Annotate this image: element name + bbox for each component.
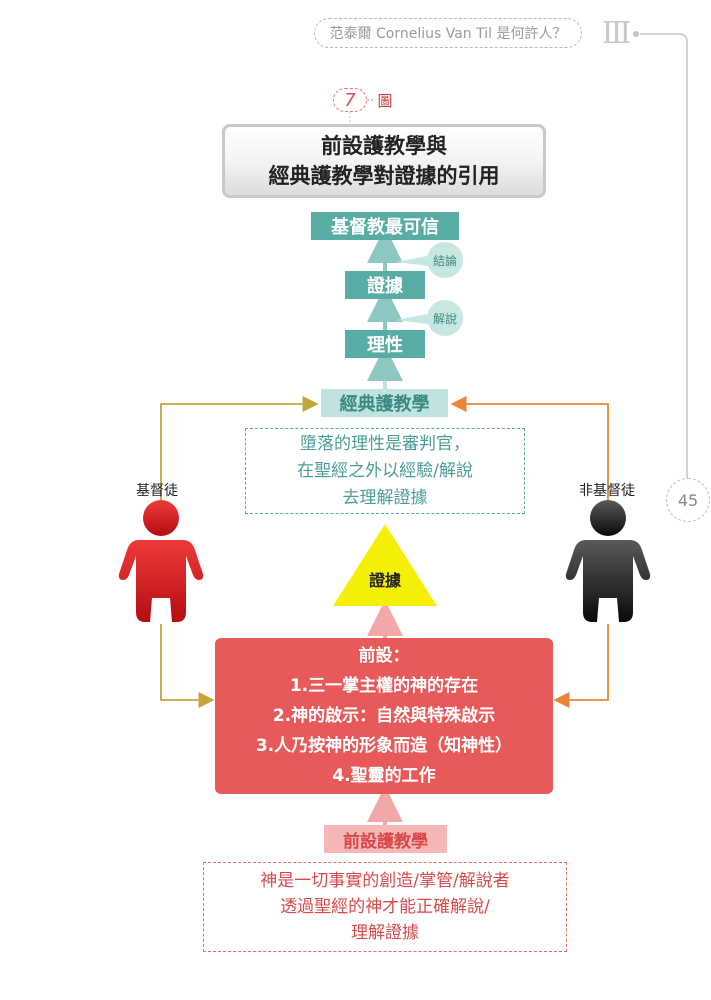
conclusion-bubble: 結論 — [427, 242, 463, 278]
presup-item-2: 2.神的啟示：自然與特殊啟示 — [272, 706, 496, 726]
nonchristian-loop-line-top — [450, 395, 609, 512]
running-title: 范泰爾 Cornelius Van Til 是何許人？ — [314, 18, 582, 48]
presup-item-4: 4.聖靈的工作 — [332, 766, 436, 786]
presup-title: 前設： — [358, 646, 410, 666]
classical-desc-line2: 在聖經之外以經驗/解說 — [297, 460, 473, 481]
presuppositions-box: 前設： 1.三一掌主權的神的存在 2.神的啟示：自然與特殊啟示 3.人乃按神的形… — [215, 638, 553, 794]
presup-desc-line3: 理解證據 — [351, 923, 419, 943]
explain-bubble: 解說 — [427, 300, 463, 336]
evidence-triangle-label: 證據 — [368, 571, 401, 590]
presup-desc-line1: 神是一切事實的創造/掌管/解說者 — [260, 871, 510, 891]
christian-label: 基督徒 — [136, 483, 178, 499]
classical-description: 墮落的理性是審判官， 在聖經之外以經驗/解說 去理解證據 — [245, 428, 525, 514]
classical-desc-line1: 墮落的理性是審判官， — [300, 433, 470, 454]
christian-loop-line-top — [160, 395, 319, 512]
classical-apologetics-box: 經典護教學 — [321, 389, 448, 417]
nonchristian-label: 非基督徒 — [579, 483, 635, 499]
evidence-triangle-icon — [333, 524, 437, 606]
reason-box: 理性 — [345, 330, 425, 358]
figure-title-line2: 經典護教學對證據的引用 — [268, 164, 500, 188]
presuppositional-apologetics-box: 前設護教學 — [324, 825, 447, 853]
conclusion-box: 基督教最可信 — [311, 212, 459, 240]
nonchristian-person-icon — [565, 500, 651, 622]
classical-desc-line3: 去理解證據 — [342, 487, 428, 508]
christian-loop-line-bottom — [160, 624, 215, 709]
presup-item-3: 3.人乃按神的形象而造（知神性） — [255, 736, 513, 756]
figure-title: 前設護教學與 經典護教學對證據的引用 — [222, 124, 546, 198]
nonchristian-loop-line-bottom — [553, 624, 609, 709]
presup-item-1: 1.三一掌主權的神的存在 — [289, 676, 479, 696]
figure-label: 圖 — [377, 91, 393, 110]
header-connector-line — [640, 33, 688, 478]
christian-person-icon — [118, 500, 204, 622]
chapter-numeral: III — [601, 15, 632, 51]
presup-desc-line2: 透過聖經的神才能正確解說/ — [280, 897, 490, 917]
page-number: 45 — [666, 478, 710, 522]
figure-number: 7 — [333, 88, 367, 112]
presuppositional-description: 神是一切事實的創造/掌管/解說者 透過聖經的神才能正確解說/ 理解證據 — [203, 862, 567, 952]
figure-title-line1: 前設護教學與 — [321, 134, 447, 158]
evidence-box: 證據 — [345, 271, 425, 299]
